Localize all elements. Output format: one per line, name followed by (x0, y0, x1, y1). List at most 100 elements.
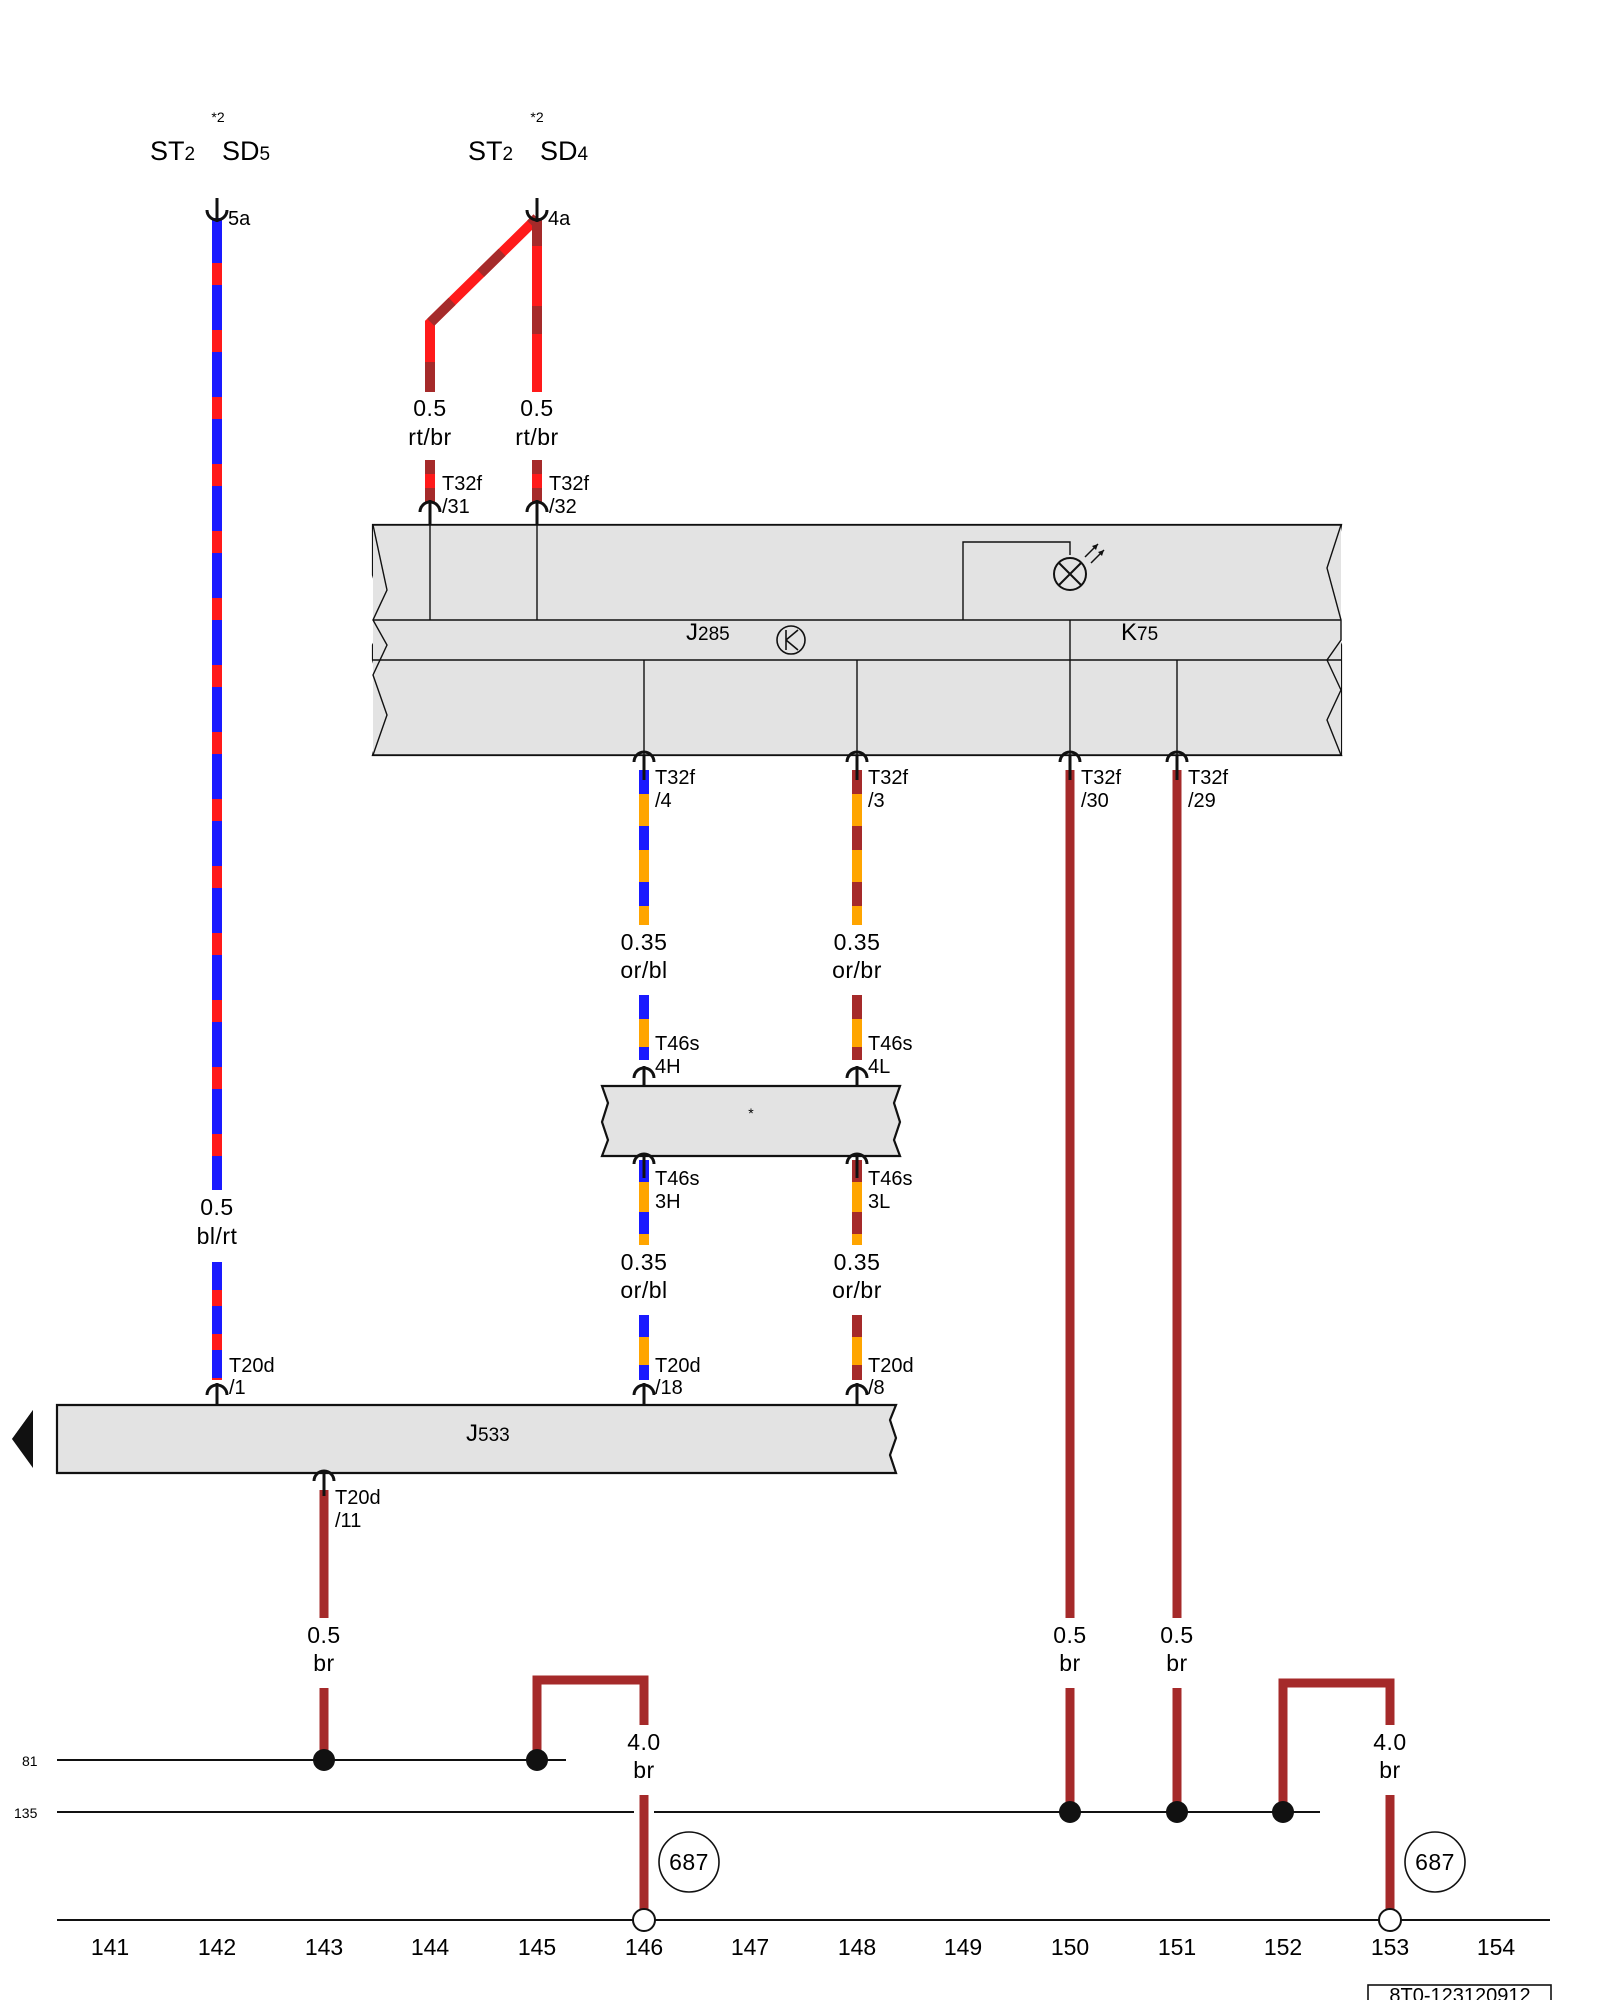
pin-socket-icon (845, 1152, 869, 1178)
pin-conn: T32f (868, 767, 908, 789)
pin-num: /29 (1188, 790, 1216, 812)
pin-num: /1 (229, 1377, 246, 1399)
ground-ref-label: 687 (669, 1849, 709, 1875)
component-label-star: * (748, 1105, 754, 1121)
pin-num: /3 (868, 790, 885, 812)
wire-layer (212, 214, 1395, 1918)
pin-socket-icon (845, 750, 869, 780)
pin-num: 4L (868, 1056, 890, 1078)
axis-tick: 143 (305, 1934, 343, 1960)
pin-conn: T32f (549, 473, 589, 495)
wire-color: or/br (832, 1277, 882, 1303)
pin-conn: T20d (229, 1355, 275, 1377)
component-label-j533: J533 (466, 1420, 510, 1447)
pin-num: /8 (868, 1377, 885, 1399)
pin-socket-icon (525, 198, 549, 222)
pin-conn: T20d (655, 1355, 701, 1377)
axis-tick: 148 (838, 1934, 876, 1960)
wire-color: or/br (832, 957, 882, 983)
pin-num: 3H (655, 1191, 681, 1213)
wire-gauge: 0.35 (834, 929, 881, 955)
pin-conn: T32f (1081, 767, 1121, 789)
axis-tick: 146 (625, 1934, 663, 1960)
junction-dot (313, 1749, 335, 1771)
pin-num: /18 (655, 1377, 683, 1399)
wire-gauge: 0.35 (621, 1249, 668, 1275)
pin-socket-icon (418, 500, 442, 524)
wire-color: br (313, 1650, 334, 1676)
axis-tick: 149 (944, 1934, 982, 1960)
junction-dot (1272, 1801, 1294, 1823)
connector-code-sd5: SD5 (222, 136, 270, 166)
axis-tick: 153 (1371, 1934, 1409, 1960)
connector-note: *2 (211, 109, 224, 125)
axis-tick: 151 (1158, 1934, 1196, 1960)
pin-conn: T32f (1188, 767, 1228, 789)
pin-num: /32 (549, 496, 577, 518)
junction-dot (526, 1749, 548, 1771)
pin-num: /11 (335, 1510, 361, 1532)
pin-socket-icon (312, 1469, 336, 1496)
wire-gauge: 0.5 (1160, 1622, 1193, 1648)
axis-tick: 154 (1477, 1934, 1516, 1960)
junction-dot (1059, 1801, 1081, 1823)
top-connector-sd5: *2 ST2 SD5 5a (150, 109, 270, 230)
pin-conn: T46s (868, 1168, 912, 1190)
axis-tick: 150 (1051, 1934, 1089, 1960)
wire-gauge: 0.35 (621, 929, 668, 955)
ground-references: 687 687 (658, 1831, 1466, 1893)
component-intermediate: * (600, 1084, 902, 1158)
wire-gauge: 4.0 (627, 1729, 660, 1755)
wire-color: or/bl (620, 957, 667, 983)
wire-color: rt/br (408, 424, 451, 450)
pin-conn: T32f (442, 473, 482, 495)
pin-socket-icon (632, 750, 656, 780)
wire-gauge: 0.5 (413, 395, 446, 421)
wire-color: bl/rt (197, 1223, 238, 1249)
wire-gauge: 0.5 (200, 1194, 233, 1220)
axis-tick: 145 (518, 1934, 556, 1960)
wire-gauge: 0.5 (1053, 1622, 1086, 1648)
wire-color: br (1379, 1757, 1400, 1783)
bus-label-135: 135 (14, 1805, 38, 1821)
pin-conn: T46s (655, 1033, 699, 1055)
wire-br-4mm (1278, 1678, 1395, 1812)
drawing-code: 8T0-123120912 (1367, 1984, 1552, 2000)
pin-num: /31 (442, 496, 470, 518)
wire-color: or/bl (620, 1277, 667, 1303)
pin-socket-icon (205, 198, 229, 222)
ground-terminal (632, 1908, 656, 1932)
pin-num: 3L (868, 1191, 890, 1213)
drawing-code-label: 8T0-123120912 (1389, 1985, 1530, 2000)
pin-socket-icon (1058, 750, 1082, 780)
top-connector-sd4: *2 ST2 SD4 4a (468, 109, 589, 230)
wire-gauge: 0.5 (520, 395, 553, 421)
pin-num: /4 (655, 790, 672, 812)
bus-label-81: 81 (22, 1753, 38, 1769)
control-unit-icon (776, 625, 806, 655)
wire-rt-br-stripe (425, 214, 541, 392)
connector-pin-4a: 4a (548, 208, 571, 230)
ground-ref-circle (658, 1831, 720, 1893)
pin-num: /30 (1081, 790, 1109, 812)
axis-tick: 147 (731, 1934, 769, 1960)
pin-conn: T20d (335, 1487, 381, 1509)
pin-conn: T32f (655, 767, 695, 789)
ground-ref-circle (1404, 1831, 1466, 1893)
wire-color: br (633, 1757, 654, 1783)
pin-socket-icon (205, 1383, 229, 1405)
wire-color: br (1059, 1650, 1080, 1676)
component-label-j285: J285 (686, 619, 730, 646)
wire-gauge: 0.5 (307, 1622, 340, 1648)
connector-code-st2: ST2 (468, 136, 513, 166)
pin-num: 4H (655, 1056, 681, 1078)
axis-tick: 142 (198, 1934, 236, 1960)
pin-socket-icon (632, 1066, 656, 1086)
ground-ref-label: 687 (1415, 1849, 1455, 1875)
axis-tick: 141 (91, 1934, 129, 1960)
pin-socket-icon (845, 1383, 869, 1405)
wire-br-4mm (532, 1675, 649, 1760)
pin-socket-icon (525, 500, 549, 524)
component-label-k75: K75 (1121, 619, 1158, 646)
